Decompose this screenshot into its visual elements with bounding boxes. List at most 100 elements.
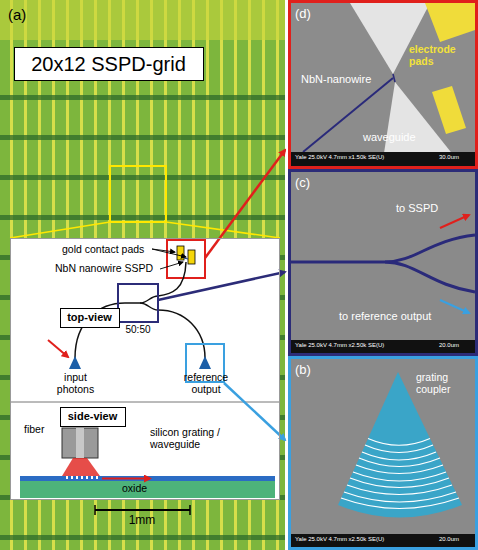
grating-tooth — [86, 476, 88, 479]
view-label: top-view — [61, 311, 118, 324]
scale-label: 20.0um — [439, 536, 459, 543]
detector-row — [0, 135, 285, 140]
grating-lines — [341, 439, 459, 509]
grating-line — [341, 498, 459, 509]
waveguide — [158, 262, 186, 296]
panel-label: (b) — [295, 363, 311, 378]
direction-arrow — [440, 215, 469, 228]
view-label-box: side-view — [60, 407, 126, 427]
sem-info: Yale 25.0kV 4.7mm x1.50k SE(U) — [295, 154, 384, 161]
part-label: NbN nanowire SSPD — [55, 262, 153, 274]
port-label: to SSPD — [396, 202, 438, 215]
sem-footer — [291, 152, 475, 166]
grating-tooth — [66, 476, 68, 479]
nanowire — [184, 258, 188, 259]
grating-line — [362, 452, 436, 460]
electrode-pad — [425, 3, 475, 42]
port-label: to reference output — [339, 310, 431, 323]
sem-background — [288, 356, 478, 550]
grating-tooth — [76, 476, 78, 479]
photon-arrow — [48, 340, 68, 357]
direction-arrow — [440, 300, 469, 313]
grating-coupler-symbol — [199, 356, 211, 369]
detector-row — [0, 95, 285, 100]
grating-line — [365, 445, 433, 453]
leader-arrow — [152, 249, 186, 257]
ratio-label: 50:50 — [113, 324, 163, 336]
detector-frame — [167, 240, 205, 278]
part-label: grating coupler — [416, 371, 471, 395]
panel-label: (a) — [8, 6, 26, 23]
oxide-layer — [20, 481, 275, 498]
grating-tooth — [71, 476, 73, 479]
grating-line — [350, 478, 449, 488]
contact-row — [0, 0, 285, 40]
detector-row — [0, 175, 285, 180]
leader-arrow — [160, 262, 183, 269]
detector-row — [0, 535, 285, 540]
sem-panel: (d) electrode padsNbN-nanowire waveguideYa… — [288, 0, 478, 169]
grating-tooth — [91, 476, 93, 479]
zoom-box — [110, 166, 166, 222]
scale-tick — [189, 505, 191, 515]
sem-footer — [291, 534, 475, 547]
guided-light-arrow — [102, 478, 150, 480]
part-label: waveguide — [363, 131, 416, 144]
part-label: electrode pads — [409, 43, 467, 67]
part-label: silicon grating / waveguide — [150, 426, 260, 450]
grating-line — [356, 465, 443, 474]
inset-background — [10, 238, 280, 500]
scale-tick — [94, 505, 96, 515]
title-text: 20x12 SSPD-grid — [15, 53, 202, 76]
scale-label: 30.0um — [439, 154, 459, 161]
waveguide — [385, 262, 475, 292]
scale-label: 20.0um — [439, 342, 459, 349]
chip-micrograph — [0, 0, 285, 550]
sem-panel: (c) to SSPD to reference outputYale 25.0kV… — [288, 169, 478, 356]
micrograph-panel: (a) 20x12 SSPD-grid gold contact padsNbN n… — [0, 0, 285, 550]
zoom-line — [10, 222, 110, 238]
grating-line — [359, 458, 440, 467]
grating-teeth — [66, 476, 98, 479]
grating-tooth — [96, 476, 98, 479]
sem-background — [288, 169, 478, 356]
part-label: fiber — [24, 423, 44, 435]
detector-rows — [0, 95, 285, 540]
sem-info: Yale 25.0kV 4.7mm x2.50k SE(U) — [295, 342, 384, 349]
sem-background — [288, 0, 478, 169]
silicon-layer — [20, 476, 275, 481]
title-box: 20x12 SSPD-grid — [14, 47, 204, 81]
part-label: gold contact pads — [62, 243, 144, 255]
contact-pad — [188, 250, 195, 264]
port-label: reference output — [175, 371, 237, 395]
scale-label: 1mm — [122, 514, 162, 528]
part-label: NbN-nanowire — [301, 73, 371, 86]
waveguide — [125, 296, 158, 303]
separator-line — [10, 402, 280, 403]
zoom-arrow — [205, 150, 285, 258]
grating-coupler-symbol — [69, 356, 81, 369]
waveguide — [291, 235, 475, 262]
fiber-core — [76, 428, 84, 458]
zoom-arrow — [158, 272, 285, 300]
splitter-frame — [118, 284, 158, 322]
sem-footer — [291, 340, 475, 353]
schematic-inset: gold contact padsNbN nanowire SSPD 50:50 i… — [10, 238, 280, 500]
sem-info: Yale 25.0kV 4.7mm x2.50k SE(U) — [295, 536, 384, 543]
view-label: side-view — [61, 410, 124, 423]
grating-line — [344, 492, 456, 502]
scale-bar — [95, 509, 190, 511]
nanowire — [393, 74, 395, 82]
grating-line — [347, 485, 452, 495]
sem-panel: (b) grating couplerYale 25.0kV 4.7mm x2.5… — [288, 356, 478, 550]
port-label: input photons — [48, 371, 103, 395]
layer-label: oxide — [122, 482, 147, 494]
fiber-block — [62, 428, 98, 458]
zoom-arrow — [224, 383, 285, 440]
view-label-box: top-view — [60, 308, 120, 328]
panel-label: (c) — [295, 176, 310, 191]
panel-label: (d) — [295, 7, 311, 22]
detector-row — [0, 215, 285, 220]
